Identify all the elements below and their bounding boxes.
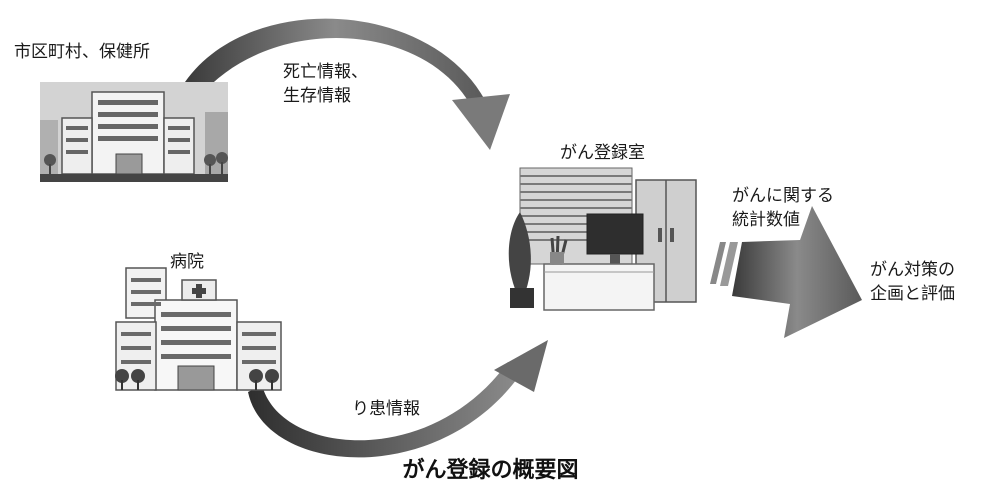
policy-label-line1: がん対策の [870, 260, 955, 280]
statistics-arrow [710, 206, 862, 338]
death-info-label-line1: 死亡情報、 [283, 62, 368, 82]
policy-label-line2: 企画と評価 [870, 284, 955, 304]
patient-info-arrow [248, 340, 548, 458]
statistics-label-line2: 統計数値 [732, 210, 800, 230]
patient-info-label: り患情報 [352, 399, 420, 419]
registry-label: がん登録室 [560, 143, 645, 163]
municipality-label: 市区町村、保健所 [14, 42, 150, 62]
hospital-label: 病院 [170, 252, 204, 272]
hospital-building-icon [115, 267, 282, 391]
death-info-label-line2: 生存情報 [283, 86, 351, 106]
death-info-arrow [185, 18, 510, 150]
registry-office-icon [508, 167, 697, 311]
statistics-label-line1: がんに関する [732, 186, 834, 206]
diagram-caption: がん登録の概要図 [402, 458, 579, 483]
municipality-building-icon [40, 82, 228, 182]
